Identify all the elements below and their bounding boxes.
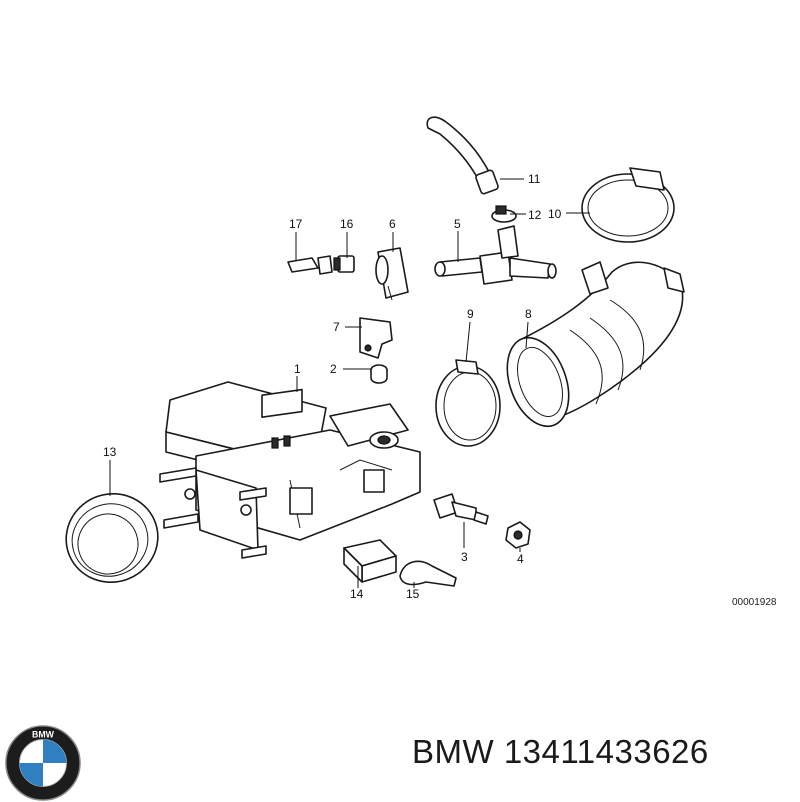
part-7-bracket <box>359 317 393 359</box>
callout-2: 2 <box>330 362 337 376</box>
brand-name: BMW <box>412 733 495 770</box>
part-10-hose-clamp <box>581 167 675 243</box>
callout-11: 11 <box>528 172 541 186</box>
part-number: 13411433626 <box>503 733 709 770</box>
callout-5: 5 <box>454 217 461 231</box>
callout-15: 15 <box>406 587 420 601</box>
callout-labels: 11 12 10 5 6 16 17 7 2 1 9 8 13 3 4 14 1… <box>103 172 777 608</box>
part-8-intake-boot <box>506 261 685 428</box>
part-11-hose <box>426 116 499 195</box>
part-17-plug <box>287 255 333 275</box>
part-4-nut <box>505 521 531 549</box>
part-title: BMW 13411433626 <box>412 733 709 771</box>
callout-6: 6 <box>389 217 396 231</box>
part-1-air-flow-meter <box>159 381 421 559</box>
part-9-large-clamp <box>435 359 501 447</box>
callout-17: 17 <box>289 217 303 231</box>
callout-4: 4 <box>517 552 524 566</box>
callout-3: 3 <box>461 550 468 564</box>
callout-8: 8 <box>525 307 532 321</box>
callout-7: 7 <box>333 320 340 334</box>
part-5-tube-fitting <box>434 225 557 285</box>
callout-10: 10 <box>548 207 562 221</box>
part-6-connector-housing <box>375 247 409 301</box>
callout-12: 12 <box>528 208 542 222</box>
callout-13: 13 <box>103 445 117 459</box>
part-13-seal-ring <box>65 493 159 583</box>
leader-lines <box>109 178 590 588</box>
callout-1: 1 <box>294 362 301 376</box>
part-2-cap <box>370 364 388 384</box>
callout-9: 9 <box>467 307 474 321</box>
part-3-temp-sensor <box>433 493 489 525</box>
bmw-logo-icon: BMW <box>5 725 81 801</box>
part-15-rubber-boot <box>399 560 457 587</box>
part-14-plug-connector <box>343 539 397 583</box>
part-12-small-clamp <box>491 205 517 223</box>
logo-lettering: BMW <box>32 730 55 740</box>
part-16-fitting <box>333 255 355 273</box>
diagram-reference-number: 00001928 <box>732 597 777 608</box>
callout-16: 16 <box>340 217 354 231</box>
callout-14: 14 <box>350 587 364 601</box>
